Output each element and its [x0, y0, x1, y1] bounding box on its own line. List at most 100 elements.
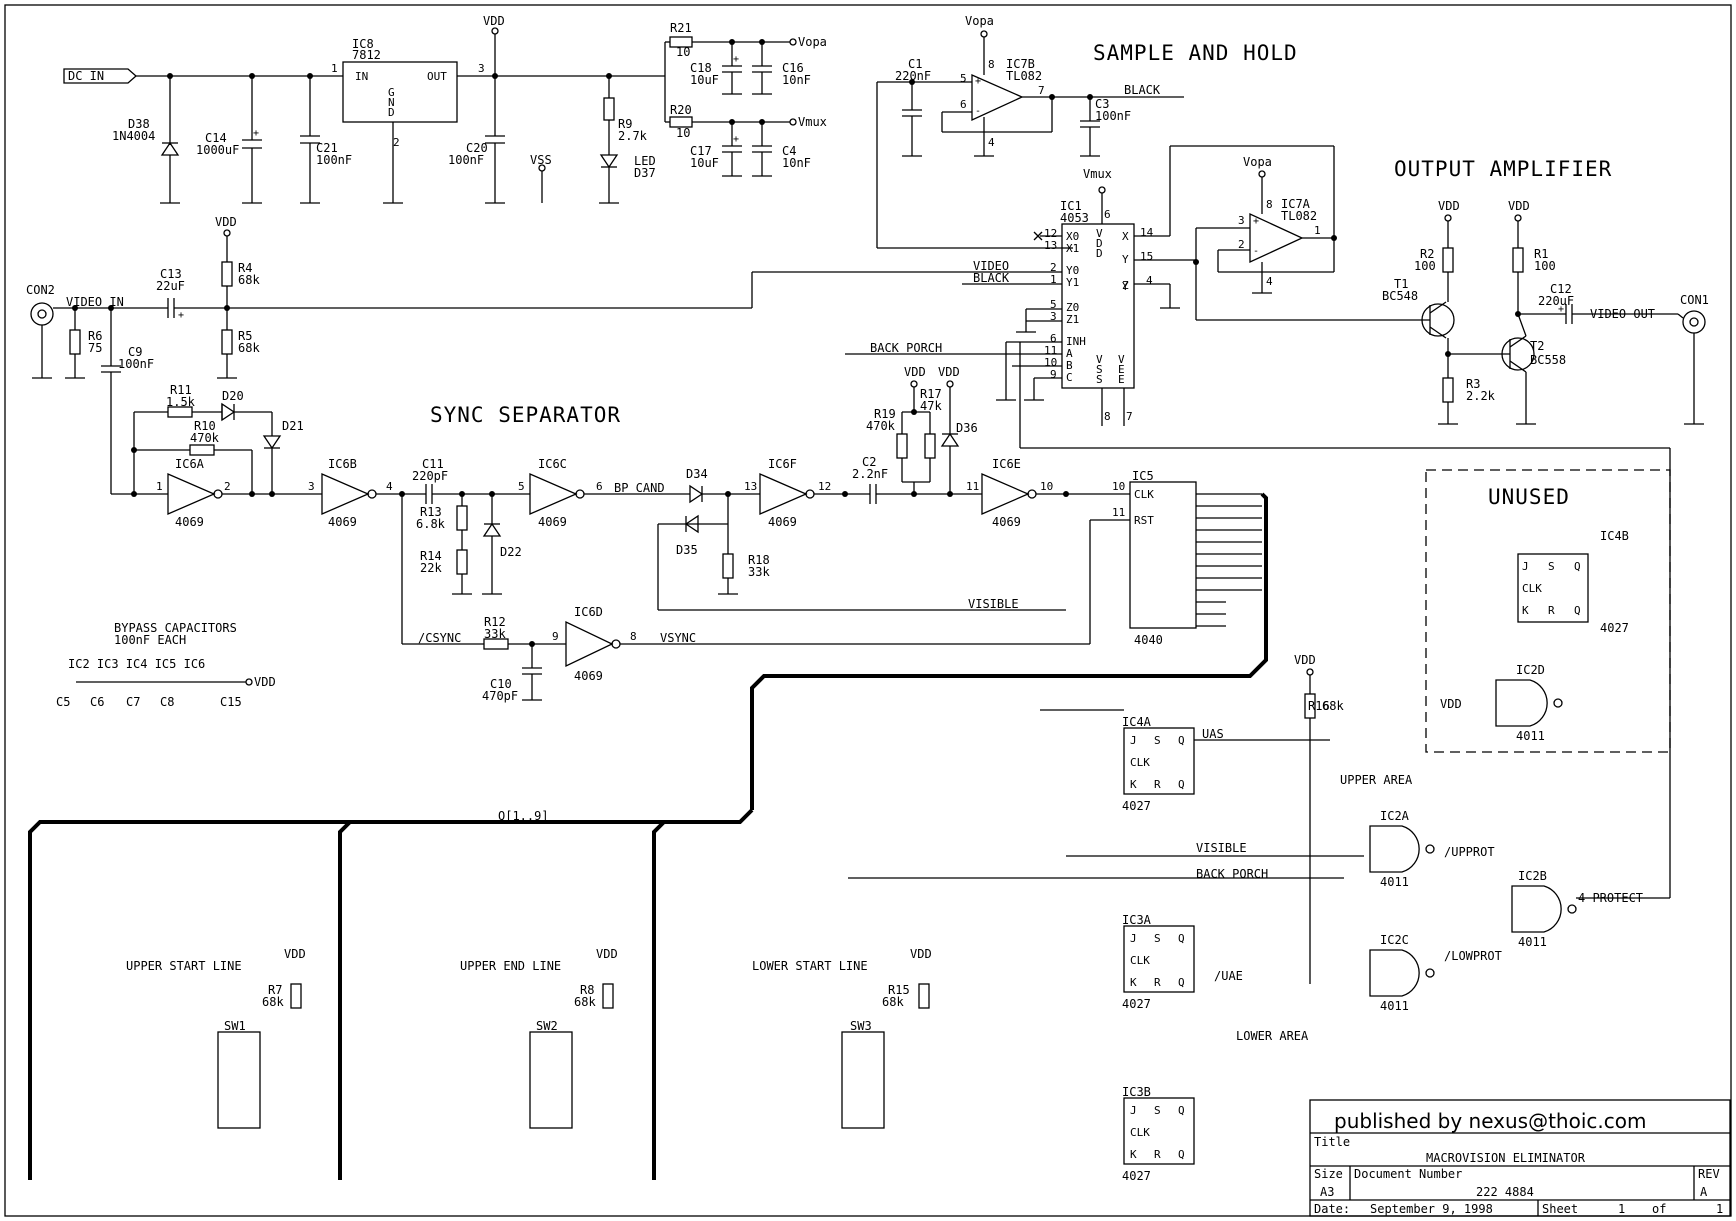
ic6e-type: 4069 — [992, 515, 1021, 529]
svg-text:IC3B: IC3B — [1122, 1085, 1151, 1099]
dc-in-label: DC IN — [68, 69, 104, 83]
svg-text:R: R — [1154, 976, 1161, 989]
ic7b-vopa: Vopa — [965, 14, 994, 28]
ic6c-inverter — [529, 473, 578, 515]
svg-text:11: 11 — [1112, 506, 1125, 519]
r21-value: 10 — [676, 45, 690, 59]
r16-vdd: VDD — [1294, 653, 1316, 667]
r16-value: 68k — [1322, 699, 1344, 713]
svg-text:IC4A: IC4A — [1122, 715, 1152, 729]
video-input: CON2 VIDEO IN R6 75 C9 100nF + C13 22uF … — [26, 215, 753, 494]
svg-text:+: + — [1253, 216, 1259, 227]
section-sync-separator: SYNC SEPARATOR — [430, 403, 621, 427]
ic6b-label: IC6B — [328, 457, 357, 471]
ic2d-vdd: VDD — [1440, 697, 1462, 711]
svg-text:3: 3 — [1238, 214, 1245, 227]
svg-text:S: S — [1096, 363, 1103, 376]
ic7a-ref: IC7A — [1281, 197, 1311, 211]
c11-ref: C11 — [422, 457, 444, 471]
svg-text:IC2A: IC2A — [1380, 809, 1410, 823]
ic6c-type: 4069 — [538, 515, 567, 529]
r1-ref: R1 — [1534, 247, 1548, 261]
svg-text:OUT: OUT — [427, 70, 447, 83]
video-out-label: VIDEO OUT — [1590, 307, 1655, 321]
ic6a-type: 4069 — [175, 515, 204, 529]
svg-text:8: 8 — [630, 630, 637, 643]
d38-ref: D38 — [128, 117, 150, 131]
svg-text:IC3A: IC3A — [1122, 913, 1152, 927]
vsync-label: VSYNC — [660, 631, 696, 645]
svg-text:4: 4 — [1266, 275, 1273, 288]
svg-text:V: V — [1118, 353, 1125, 366]
sw3-switch — [841, 1031, 885, 1129]
svg-text:R: R — [1154, 778, 1161, 791]
bypass-capacitors: BYPASS CAPACITORS 100nF EACH IC2 IC3 IC4… — [56, 621, 276, 709]
sheet-label: Sheet — [1542, 1202, 1578, 1216]
r16-ref: R16 — [1308, 699, 1330, 713]
ic4a-flipflop — [1123, 727, 1195, 795]
ic6a-inverter — [167, 473, 216, 515]
r13-value: 6.8k — [416, 517, 446, 531]
svg-text:S: S — [1096, 373, 1103, 386]
svg-text:Y1: Y1 — [1066, 276, 1079, 289]
svg-text:1: 1 — [1050, 273, 1057, 286]
svg-text:J: J — [1130, 932, 1137, 945]
svg-text:Y: Y — [1122, 253, 1129, 266]
svg-text:13: 13 — [1044, 239, 1057, 252]
svg-text:E: E — [1118, 373, 1125, 386]
svg-text:R: R — [1154, 1148, 1161, 1161]
c20-value: 100nF — [448, 153, 484, 167]
ic6b-type: 4069 — [328, 515, 357, 529]
lower-start-title: LOWER START LINE — [752, 959, 868, 973]
svg-text:K: K — [1130, 1148, 1137, 1161]
r5-ref: R5 — [238, 329, 252, 343]
svg-text:5: 5 — [1050, 298, 1057, 311]
svg-text:IC4B: IC4B — [1600, 529, 1629, 543]
ic3a-flipflop — [1123, 925, 1195, 993]
ic6f-inverter — [759, 473, 808, 515]
r18-ref: R18 — [748, 553, 770, 567]
svg-text:Y0: Y0 — [1066, 264, 1079, 277]
c1-value: 220nF — [895, 69, 931, 83]
svg-text:6: 6 — [1104, 208, 1111, 221]
svg-text:Q: Q — [1178, 932, 1185, 945]
svg-text:6: 6 — [596, 480, 603, 493]
black-mux-label: BLACK — [973, 271, 1010, 285]
svg-text:13: 13 — [744, 480, 757, 493]
c3-value: 100nF — [1095, 109, 1131, 123]
svg-text:15: 15 — [1140, 250, 1153, 263]
svg-text:S: S — [1154, 1104, 1161, 1117]
c9-value: 100nF — [118, 357, 154, 371]
vdd-label: VDD — [483, 14, 505, 28]
d34-label: D34 — [686, 467, 708, 481]
ic3b-type: 4027 — [1122, 1169, 1151, 1183]
ic3b-flipflop — [1123, 1097, 1195, 1165]
svg-text:S: S — [1154, 932, 1161, 945]
svg-text:V: V — [1096, 353, 1103, 366]
svg-text:B: B — [1066, 359, 1073, 372]
svg-text:Q: Q — [1574, 560, 1581, 573]
r4-ref: R4 — [238, 261, 252, 275]
svg-text:9: 9 — [1050, 368, 1057, 381]
svg-text:5: 5 — [518, 480, 525, 493]
svg-text:Q: Q — [1178, 778, 1185, 791]
con2-connector — [30, 302, 54, 326]
r2-ref: R2 — [1420, 247, 1434, 261]
ic5-value: 4040 — [1134, 633, 1163, 647]
svg-text:INH: INH — [1066, 335, 1086, 348]
svg-text:Q: Q — [1574, 604, 1581, 617]
r4-value: 68k — [238, 273, 260, 287]
c17-value: 10uF — [690, 156, 719, 170]
vopa-out-label: Vopa — [798, 35, 827, 49]
t1-ref: T1 — [1394, 277, 1408, 291]
ic6d-inverter — [565, 620, 614, 668]
ic6c-label: IC6C — [538, 457, 567, 471]
video-net-label: VIDEO — [973, 259, 1009, 273]
ic7b-value: TL082 — [1006, 69, 1042, 83]
r1-vdd: VDD — [1508, 199, 1530, 213]
visible-label: VISIBLE — [1196, 841, 1247, 855]
svg-text:12: 12 — [818, 480, 831, 493]
r7-value: 68k — [262, 995, 284, 1009]
